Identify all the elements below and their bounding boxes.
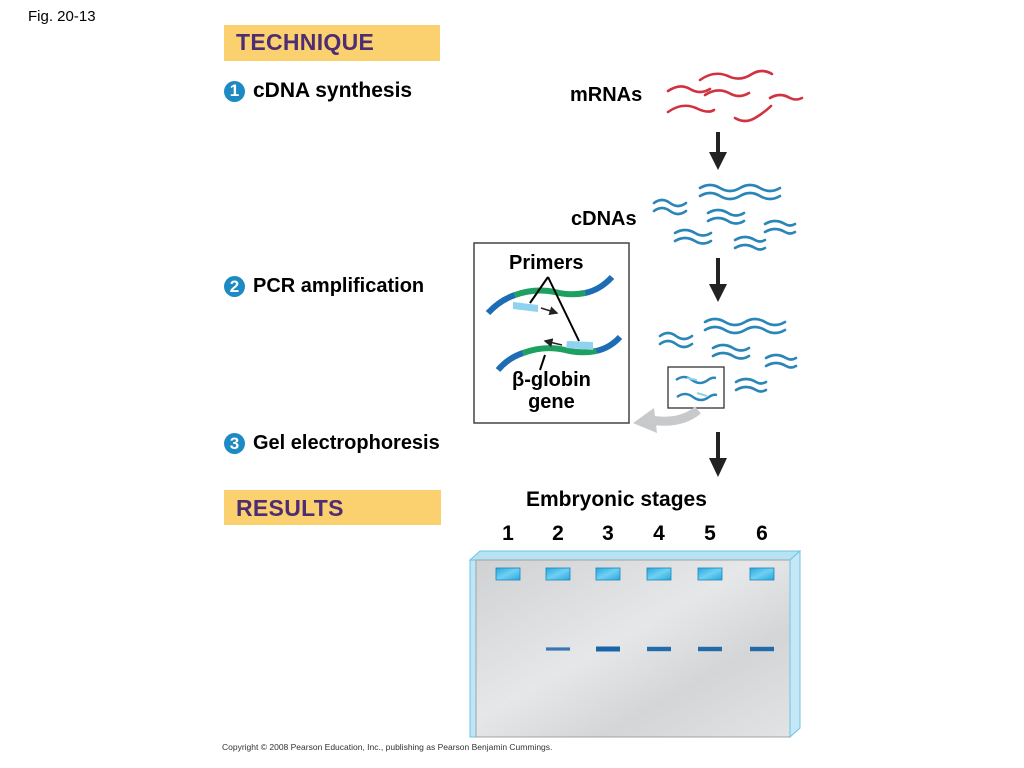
primer-icon xyxy=(566,341,593,350)
step-number-icon: 3 xyxy=(224,433,245,454)
gel-well xyxy=(545,567,571,581)
cdna-strands-icon xyxy=(652,183,797,251)
beta-globin-gene-label: β-globin gene xyxy=(512,369,591,413)
step-label: Gel electrophoresis xyxy=(253,432,440,454)
gel-band xyxy=(698,646,722,652)
gel-well xyxy=(697,567,723,581)
lane-number: 5 xyxy=(704,522,716,545)
embryonic-stages-title: Embryonic stages xyxy=(526,488,707,511)
gel-well xyxy=(646,567,672,581)
results-banner: RESULTS xyxy=(224,490,441,525)
step-label: cDNA synthesis xyxy=(253,79,413,102)
gel-well xyxy=(749,567,775,581)
mrnas-label: mRNAs xyxy=(570,84,643,106)
lane-number: 1 xyxy=(502,522,514,545)
lane-number: 4 xyxy=(653,522,665,545)
gel-band xyxy=(647,646,671,652)
step-pcr-amplification: 2 PCR amplification xyxy=(224,275,424,298)
lane-number: 6 xyxy=(756,522,768,545)
gel-well xyxy=(495,567,521,581)
primers-label: Primers xyxy=(509,252,584,274)
gel-slab xyxy=(468,549,802,739)
figure-label: Fig. 20-13 xyxy=(28,8,96,25)
gel-band xyxy=(750,646,774,652)
gel-wells xyxy=(495,567,775,581)
gel-bands xyxy=(546,646,774,652)
step-number-icon: 2 xyxy=(224,276,245,297)
gel-band xyxy=(546,647,570,651)
beta-globin-label-line2: gene xyxy=(528,391,575,413)
step-number-icon: 1 xyxy=(224,80,245,102)
primer-icon xyxy=(513,302,538,312)
gel-band xyxy=(596,646,620,652)
arrow-down-icon xyxy=(709,258,727,302)
step-gel-electrophoresis: 3 Gel electrophoresis xyxy=(224,432,440,455)
lane-number: 3 xyxy=(602,522,614,545)
gel-well xyxy=(595,567,621,581)
copyright-text: Copyright © 2008 Pearson Education, Inc.… xyxy=(222,742,553,752)
arrow-down-icon xyxy=(709,132,727,170)
amplified-cdna-icon xyxy=(658,317,798,393)
beta-globin-label-line1: β-globin xyxy=(512,369,591,391)
arrow-down-icon xyxy=(709,432,727,477)
highlight-box xyxy=(667,366,725,409)
mrna-strands-icon xyxy=(666,69,804,123)
curved-arrow-icon xyxy=(633,406,701,433)
pcr-inset-box xyxy=(473,242,630,424)
cdnas-label: cDNAs xyxy=(571,208,637,230)
step-cdna-synthesis: 1 cDNA synthesis xyxy=(224,79,412,103)
technique-banner: TECHNIQUE xyxy=(224,25,440,61)
step-label: PCR amplification xyxy=(253,275,425,297)
lane-number: 2 xyxy=(552,522,564,545)
